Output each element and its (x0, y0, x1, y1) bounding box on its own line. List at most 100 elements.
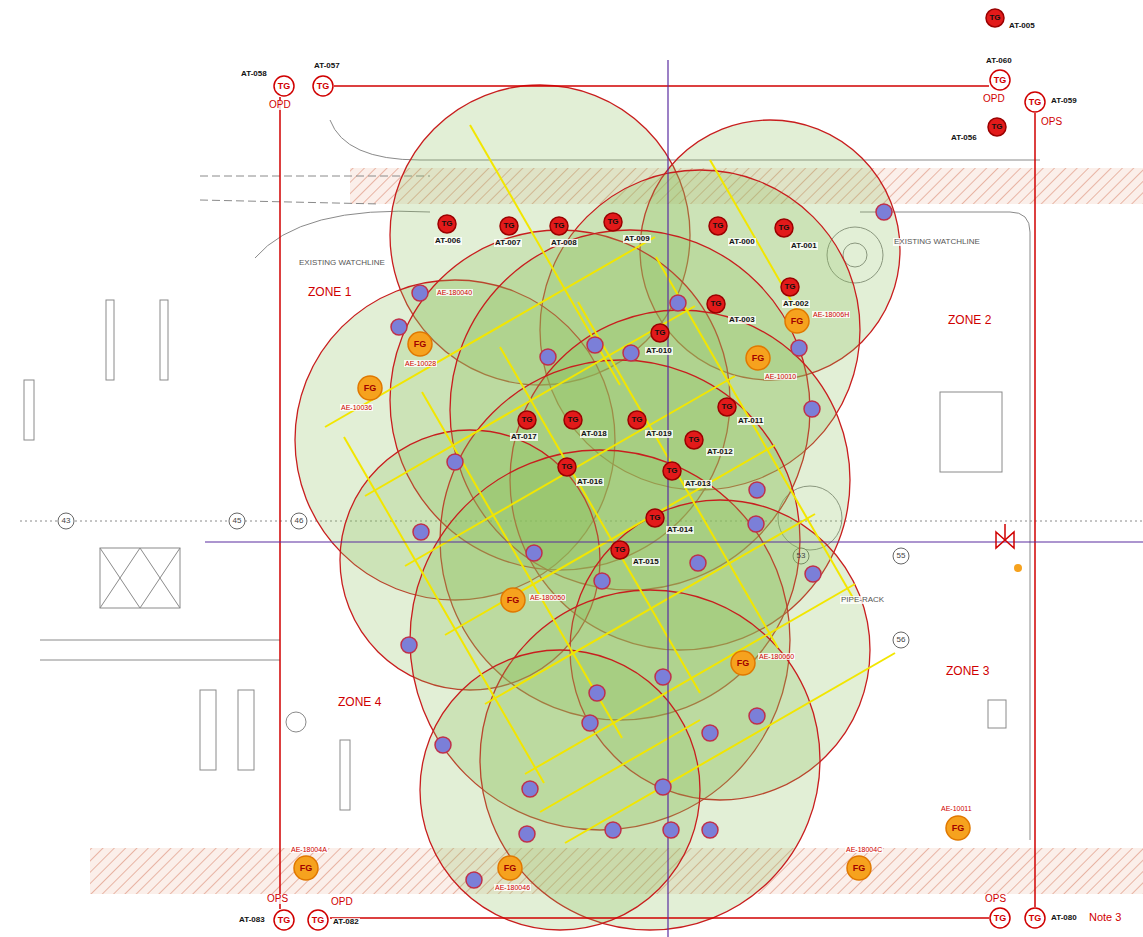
detector-outline (274, 910, 294, 930)
detector-type: TG (503, 222, 514, 230)
zone-label: ZONE 3 (944, 665, 991, 677)
tag-label: OPD (982, 94, 1006, 104)
tag-label: AE-10028 (404, 360, 437, 367)
detector-type: TG (278, 916, 291, 925)
ir-detector (582, 715, 598, 731)
grid-bubble (893, 548, 909, 564)
detector-outline (438, 215, 456, 233)
road-line (200, 200, 380, 204)
beam-line (344, 437, 544, 783)
detector-outline (988, 118, 1006, 136)
detector-type: TG (553, 222, 564, 230)
zone-label: ZONE 2 (946, 314, 993, 326)
equipment (160, 300, 168, 380)
open-path-detector: TGOPS (989, 907, 1011, 929)
detector-outline (946, 816, 970, 840)
status-dot (1014, 564, 1022, 572)
flame-detector: FGAE-18006H (784, 308, 810, 334)
gas-detector: TGAT-017 (517, 410, 537, 430)
detector-outline (709, 217, 727, 235)
tag-label: AE-18004A (290, 846, 328, 853)
beam-line (500, 347, 700, 693)
gas-detector: TGAT-009 (603, 212, 623, 232)
gas-detector: TGAT-000 (708, 216, 728, 236)
ir-detector (690, 555, 706, 571)
detector-outline (501, 588, 525, 612)
open-path-detector: TGOPSAT-083 (273, 909, 295, 931)
detector-outline (313, 76, 333, 96)
tag-label: AT-006 (434, 237, 462, 245)
equipment (238, 690, 254, 770)
equipment (24, 380, 34, 440)
flame-detector: FGAE-18004C (846, 855, 872, 881)
detector-type: TG (1029, 98, 1042, 107)
tag-label: OPD (330, 897, 354, 907)
tag-label: AT-001 (790, 242, 818, 250)
equipment (988, 700, 1006, 728)
tank (286, 712, 306, 732)
tag-label: AT-080 (1050, 914, 1078, 922)
tag-label: AT-058 (240, 70, 268, 78)
detector-type: TG (631, 416, 642, 424)
detector-type: TG (721, 403, 732, 411)
detector-outline (986, 9, 1004, 27)
tag-label: AE-10011 (940, 805, 973, 812)
ir-detector (447, 454, 463, 470)
ir-detector (749, 482, 765, 498)
tag-label: AT-008 (550, 239, 578, 247)
detector-type: FG (791, 317, 804, 326)
gas-detector: TGAT-019 (627, 410, 647, 430)
coverage-circle (420, 650, 700, 930)
tag-label: AT-009 (623, 235, 651, 243)
zone-label: ZONE 1 (306, 286, 353, 298)
flame-detector: FGAE-10028 (407, 331, 433, 357)
detector-type: TG (567, 416, 578, 424)
grid-number: 45 (233, 517, 242, 525)
tag-label: AT-011 (737, 417, 764, 425)
tag-label: AT-007 (494, 239, 522, 247)
equipment (100, 548, 180, 608)
detector-type: TG (989, 14, 1000, 22)
open-path-detector: TGOPDAT-082 (307, 909, 329, 931)
detector-type: TG (994, 76, 1007, 85)
ir-detector (401, 637, 417, 653)
tag-label: AE-180060 (758, 653, 795, 660)
detector-outline (990, 908, 1010, 928)
tag-label: AT-019 (645, 430, 673, 438)
tag-label: AE-10036 (340, 404, 373, 411)
gas-detector: TGAT-012 (684, 430, 704, 450)
gas-detector: TGAT-008 (549, 216, 569, 236)
flame-detector: FGAE-180046 (497, 855, 523, 881)
detector-type: TG (312, 916, 325, 925)
detector-type: TG (1029, 914, 1042, 923)
detector-outline (1025, 908, 1045, 928)
boundary-line (279, 97, 281, 909)
beam-line (578, 302, 778, 648)
tag-label: OPS (984, 894, 1007, 904)
zone-divider (205, 60, 1143, 937)
detector-outline (564, 411, 582, 429)
beam-line (656, 257, 856, 603)
grid-number: 53 (797, 552, 806, 560)
grid-number: 56 (897, 636, 906, 644)
beam-line (470, 125, 620, 385)
ir-detector (655, 779, 671, 795)
detector-outline (358, 376, 382, 400)
gas-detector: TGAT-015 (610, 540, 630, 560)
boundary-line (1034, 113, 1036, 907)
beam-lines (325, 125, 895, 843)
detector-outline (718, 398, 736, 416)
pipe-line (40, 640, 280, 660)
gas-detector: TGAT-006 (437, 214, 457, 234)
tag-label: AT-060 (985, 57, 1013, 65)
boundary-line (330, 917, 989, 919)
detector-type: FG (507, 596, 520, 605)
grid-bubble (229, 513, 245, 529)
tag-label: AT-000 (728, 238, 756, 246)
drawing-note: EXISTING WATCHLINE (893, 238, 981, 246)
detector-type: FG (504, 864, 517, 873)
road-line (200, 176, 430, 177)
ir-detector (519, 826, 535, 842)
ir-detector (540, 349, 556, 365)
ir-detector (702, 822, 718, 838)
